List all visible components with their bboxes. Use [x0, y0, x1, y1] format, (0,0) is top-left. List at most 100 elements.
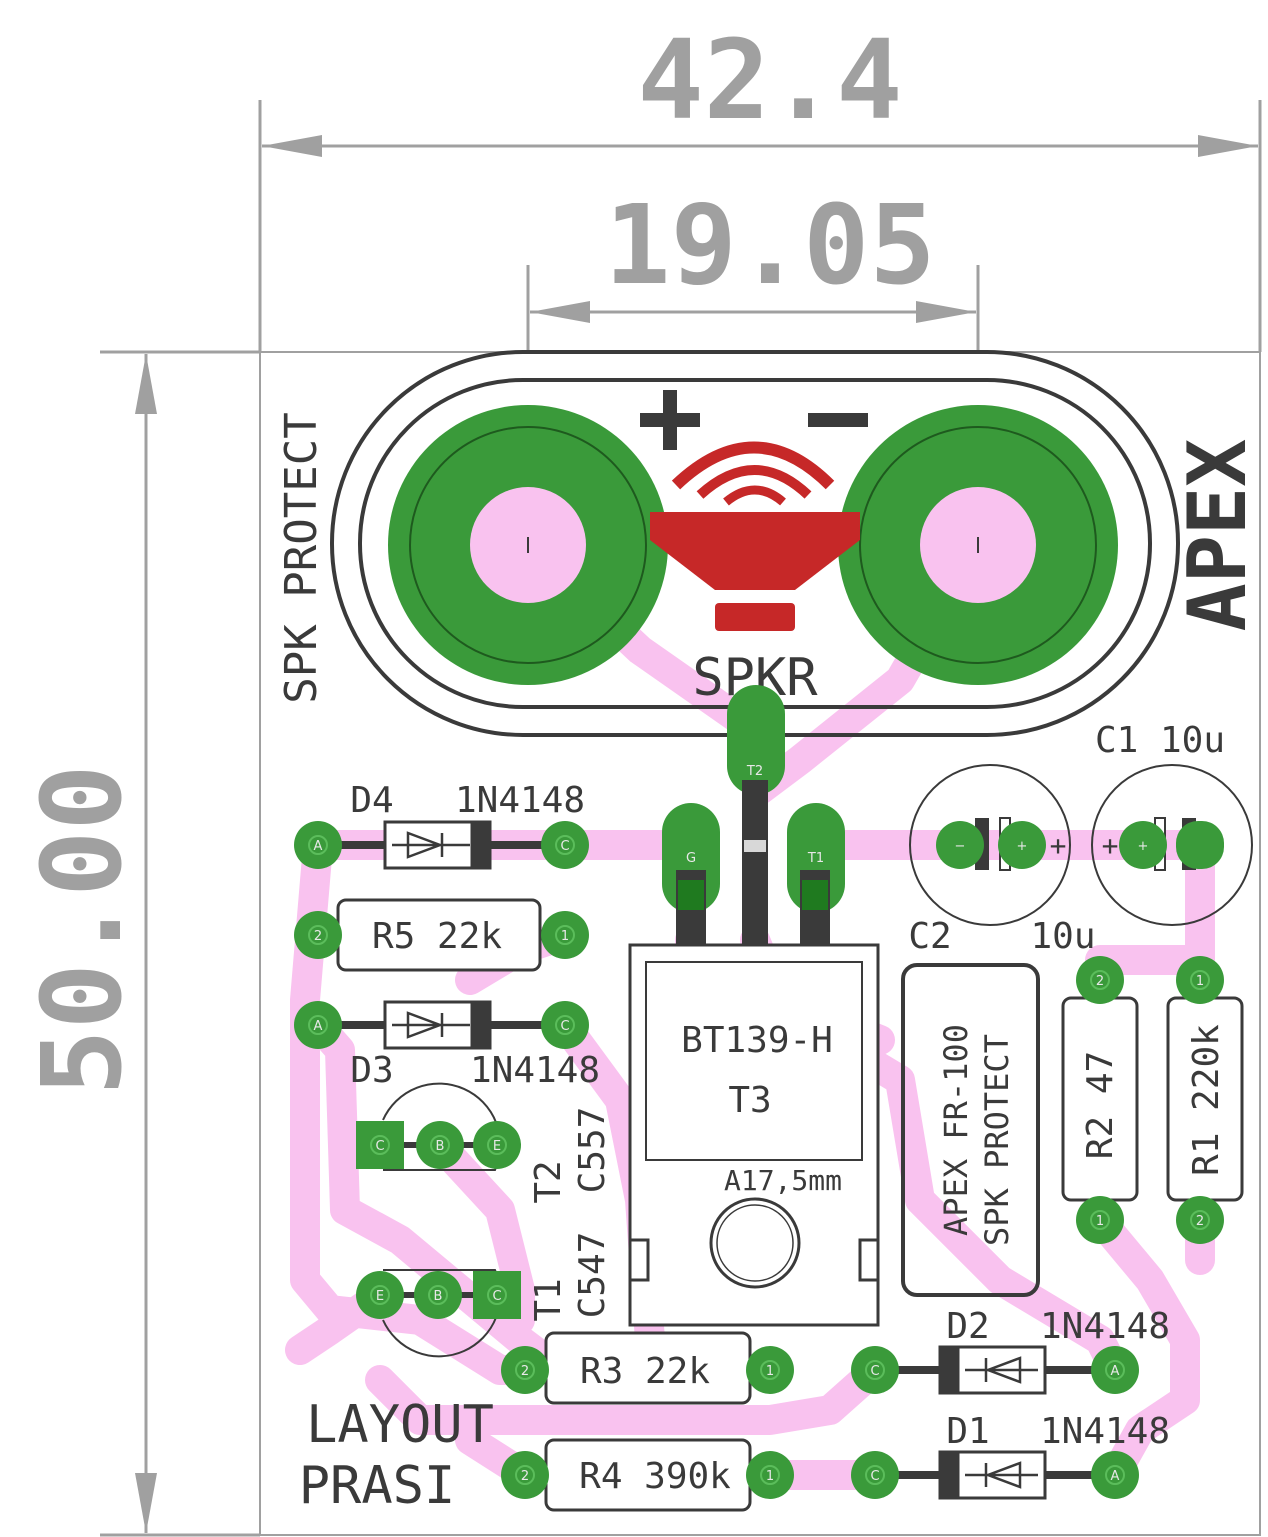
c2-value-label: 10u [1030, 916, 1095, 957]
c1-label: C1 10u [1095, 720, 1225, 761]
d4-value-label: 1N4148 [455, 780, 585, 821]
d3-cathode-label: C [560, 1019, 569, 1034]
r2-label: R2 47 [1080, 1051, 1121, 1159]
triac-t1-pad-label: T1 [807, 851, 824, 866]
pad-holes [308, 835, 1210, 1485]
r4-pad-2[interactable] [501, 1451, 549, 1499]
r2-pad-1[interactable] [1076, 1196, 1124, 1244]
spk-protect-c2-label: SPK PROTECT [978, 1034, 1016, 1246]
d4-anode-pad[interactable] [294, 821, 342, 869]
c2-label: C2 [908, 916, 951, 957]
d2-value-label: 1N4148 [1040, 1306, 1170, 1347]
r1-pad-2-label: 2 [1196, 1214, 1204, 1229]
c2-polarity-mark: + [1050, 829, 1067, 862]
r2-pad-2-label: 2 [1096, 974, 1104, 989]
prasi-label: PRASI [299, 1456, 456, 1516]
d2-anode-pad[interactable] [1091, 1346, 1139, 1394]
r2-pad-1-label: 1 [1096, 1214, 1104, 1229]
d1-anode-pad[interactable] [1091, 1451, 1139, 1499]
d4-label: D4 [350, 780, 393, 821]
r5-pad-1[interactable] [541, 911, 589, 959]
d2-anode-label: A [1111, 1364, 1120, 1379]
t2-label: T2 [528, 1160, 569, 1203]
d3-label: D3 [350, 1050, 393, 1091]
r5-pad-1-label: 1 [561, 929, 569, 944]
resistor-bodies [336, 898, 1244, 1512]
t1-part-label: C547 [572, 1232, 613, 1319]
d3-cathode-pad[interactable] [541, 1001, 589, 1049]
d3-anode-pad[interactable] [294, 1001, 342, 1049]
t1-emitter-pad[interactable] [356, 1271, 404, 1319]
r3-pad-1-label: 1 [766, 1364, 774, 1379]
c1-plus-label: + [1138, 839, 1149, 854]
speaker-icon [650, 441, 860, 631]
r2-pad-2[interactable] [1076, 956, 1124, 1004]
triac-t3 [628, 685, 880, 1327]
capacitor-c2-outline [909, 764, 1253, 926]
c2-minus-label: − [955, 839, 966, 854]
r1-pad-1[interactable] [1176, 956, 1224, 1004]
c2-minus-pad[interactable] [936, 821, 984, 869]
triac-t2-pad[interactable] [727, 685, 785, 795]
t2-part-label: C557 [572, 1107, 613, 1194]
t1-collector-label: C [492, 1289, 501, 1304]
r4-pad-1-label: 1 [766, 1469, 774, 1484]
height-dimension: 50.00 [18, 764, 146, 1095]
t2-collector-pad[interactable] [356, 1121, 404, 1169]
t1-base-label: B [434, 1289, 443, 1304]
r1-pad-1-label: 1 [1196, 974, 1204, 989]
t3-ref-label: T3 [728, 1080, 771, 1121]
d2-cathode-label: C [870, 1364, 879, 1379]
t1-emitter-label: E [376, 1289, 384, 1304]
d1-anode-label: A [1111, 1469, 1120, 1484]
t1-base-pad[interactable] [414, 1271, 462, 1319]
d1-cathode-pad[interactable] [851, 1451, 899, 1499]
d1-cathode-label: C [870, 1469, 879, 1484]
r4-pad-1[interactable] [746, 1451, 794, 1499]
t2-base-pad[interactable] [416, 1121, 464, 1169]
c1-plus-pad[interactable] [1119, 821, 1167, 869]
pads [294, 821, 1224, 1499]
triac-gate-pad-label: G [686, 851, 696, 866]
r4-label: R4 390k [579, 1456, 731, 1497]
spk-protect-vertical-label: SPK PROTECT [276, 412, 327, 703]
t2-base-label: B [436, 1139, 445, 1154]
c1-polarity-mark: + [1102, 829, 1119, 862]
apex-logo-text: APEX [1171, 439, 1264, 632]
t3-part-label: BT139-H [681, 1020, 833, 1061]
plus-icon [640, 390, 700, 450]
width-dimension: 42.4 [638, 16, 903, 144]
apex-fr100-label: APEX FR-100 [937, 1024, 975, 1236]
triac-t2-pad-label: T2 [746, 764, 763, 779]
heatsink-hole-label: A17,5mm [724, 1164, 842, 1197]
r3-pad-2[interactable] [501, 1346, 549, 1394]
t2-emitter-pad[interactable] [473, 1121, 521, 1169]
layout-label: LAYOUT [306, 1395, 494, 1455]
d1-label: D1 [946, 1411, 989, 1452]
pad-spacing-dimension: 19.05 [604, 181, 935, 309]
d2-label: D2 [946, 1306, 989, 1347]
t2-emitter-label: E [493, 1139, 501, 1154]
r3-pad-2-label: 2 [521, 1364, 529, 1379]
t1-label: T1 [528, 1278, 569, 1321]
t1-collector-pad[interactable] [473, 1271, 521, 1319]
r5-pad-2-label: 2 [314, 929, 322, 944]
minus-icon [808, 413, 868, 427]
r1-pad-2[interactable] [1176, 1196, 1224, 1244]
r5-pad-2[interactable] [294, 911, 342, 959]
d1-value-label: 1N4148 [1040, 1411, 1170, 1452]
d4-cathode-pad[interactable] [541, 821, 589, 869]
c1-minus-pad[interactable] [1176, 821, 1224, 869]
r4-pad-2-label: 2 [521, 1469, 529, 1484]
r3-pad-1[interactable] [746, 1346, 794, 1394]
r3-label: R3 22k [580, 1351, 710, 1392]
r1-label: R1 220k [1186, 1024, 1227, 1176]
d4-cathode-label: C [560, 839, 569, 854]
t2-collector-label: C [375, 1139, 384, 1154]
d3-value-label: 1N4148 [470, 1050, 600, 1091]
d3-anode-label: A [314, 1019, 323, 1034]
d2-cathode-pad[interactable] [851, 1346, 899, 1394]
c2-plus-pad[interactable] [998, 821, 1046, 869]
d4-anode-label: A [314, 839, 323, 854]
